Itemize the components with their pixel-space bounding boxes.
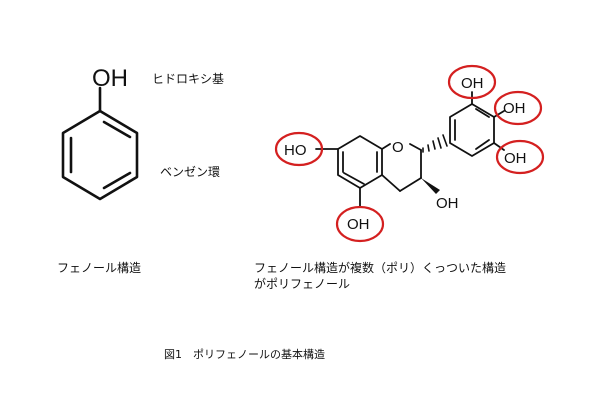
hydroxy-group-label: ヒドロキシ基 bbox=[152, 72, 224, 86]
c-ring-bond bbox=[381, 174, 401, 192]
double-bond bbox=[102, 171, 132, 190]
highlight-circle bbox=[447, 64, 497, 100]
highlight-circle bbox=[493, 90, 543, 126]
polyphenol-structure bbox=[315, 91, 505, 208]
c-ring-bond bbox=[409, 143, 422, 151]
wedge-bond bbox=[421, 178, 440, 194]
figure-caption: 図1 ポリフェノールの基本構造 bbox=[164, 347, 325, 361]
phenol-oh-label: OH bbox=[92, 65, 128, 92]
highlight-circle bbox=[274, 131, 324, 167]
hashed-bond bbox=[422, 134, 448, 153]
oh-bond bbox=[493, 110, 505, 118]
oh-bond bbox=[493, 142, 505, 151]
oh-label-c3: OH bbox=[436, 195, 459, 212]
ring-oxygen-label: O bbox=[392, 139, 404, 156]
highlight-circle bbox=[495, 139, 545, 175]
c-ring-bond bbox=[399, 177, 422, 192]
b-ring bbox=[449, 103, 495, 157]
oh-label-right-lower: OH bbox=[504, 150, 527, 167]
benzene-ring-label: ベンゼン環 bbox=[160, 165, 220, 179]
highlight-circle bbox=[335, 205, 385, 243]
polyphenol-caption-line2: がポリフェノール bbox=[254, 276, 350, 291]
oh-label-right-upper: OH bbox=[503, 100, 526, 117]
double-bond bbox=[102, 120, 132, 139]
double-bond bbox=[475, 139, 490, 150]
oh-label-bottom: OH bbox=[347, 216, 370, 233]
double-bond bbox=[343, 172, 365, 185]
benzene-ring bbox=[61, 109, 139, 201]
oh-label-top: OH bbox=[461, 75, 484, 92]
c-ring-bond bbox=[381, 143, 391, 150]
ho-label-left: HO bbox=[284, 142, 307, 159]
polyphenol-caption-line1: フェノール構造が複数（ポリ）くっついた構造 bbox=[254, 260, 506, 275]
phenol-structure bbox=[61, 86, 139, 201]
oh-highlight-circles bbox=[274, 64, 545, 243]
phenol-caption: フェノール構造 bbox=[57, 261, 141, 275]
a-ring bbox=[337, 135, 383, 189]
double-bond bbox=[475, 108, 490, 118]
